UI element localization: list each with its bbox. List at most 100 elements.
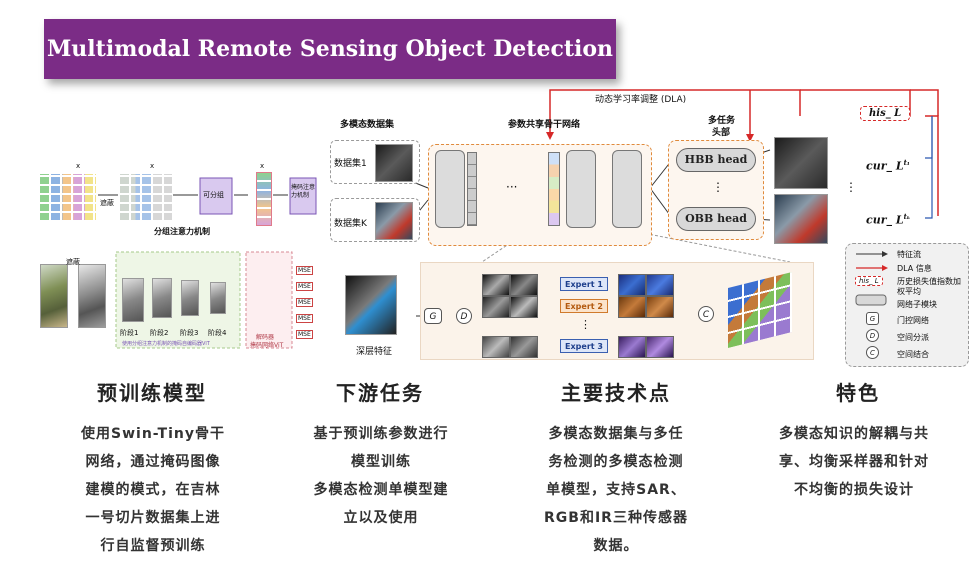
legend-his-text: 历史损失值指数加权平均: [897, 277, 961, 296]
section-4-line-2: 享、均衡采样器和针对: [779, 454, 929, 470]
backbone-block-2: [566, 150, 596, 228]
mse-1: MSE: [296, 266, 313, 275]
expert3-in-b: [510, 336, 538, 358]
backbone-feature-col-color: [548, 152, 560, 226]
section-4-body: 多模态知识的解耦与共 享、均衡采样器和针对 不均衡的损失设计: [734, 420, 974, 504]
masked-photo: [78, 264, 106, 328]
expert1-out-b: [646, 274, 674, 296]
mse-3: MSE: [296, 298, 313, 307]
section-3-heading: 主要技术点: [561, 381, 671, 405]
hbb-head: HBB head: [676, 148, 756, 172]
pretrain-diagram: x x x 遮蔽 遮蔽 可分组 掩码注意力机制 分组注意力机制 阶段1 阶段2 …: [38, 160, 320, 360]
gate-g-icon: G: [424, 308, 442, 324]
obb-head: OBB head: [676, 207, 756, 231]
stage-4-label: 阶段4: [208, 329, 227, 337]
legend-c-icon: C: [866, 346, 879, 359]
mse-4: MSE: [296, 314, 313, 323]
multitask-head-label-2: 头部: [712, 128, 731, 138]
input-photo: [40, 264, 68, 328]
section-4-line-3: 不均衡的损失设计: [794, 482, 914, 498]
expert-2-box: Expert 2: [560, 299, 608, 313]
backbone-block-1: [435, 150, 465, 228]
output-image-k: [774, 194, 828, 244]
section-1-line-3: 建模的模式，在吉林: [85, 482, 221, 498]
section-2-heading: 下游任务: [336, 381, 424, 405]
legend-g-icon: G: [866, 312, 879, 325]
stage-1-label: 阶段1: [120, 329, 139, 337]
legend-dla-info: DLA 信息: [897, 264, 932, 273]
section-3-line-3: 单模型，支持SAR、: [546, 482, 686, 498]
legend-feature-flow: 特征流: [897, 250, 921, 259]
expert1-in-b: [510, 274, 538, 296]
section-3-body: 多模态数据集与多任 务检测的多模态检测 单模型，支持SAR、 RGB和IR三种传…: [500, 420, 732, 560]
section-2-line-4: 立以及使用: [343, 510, 419, 526]
stage-2-label: 阶段2: [150, 329, 169, 337]
expert3-in-a: [482, 336, 510, 358]
expert3-out-a: [618, 336, 646, 358]
expert1-out-a: [618, 274, 646, 296]
legend-his-icon: his_ L: [855, 276, 883, 286]
section-3-line-4: RGB和IR三种传感器: [544, 510, 688, 526]
stage3-photo: [181, 280, 199, 316]
dataset-1-label: 数据集1: [334, 159, 367, 169]
section-1-line-5: 行自监督预训练: [100, 538, 206, 554]
decoder-note: 掩码网络ViT: [250, 342, 284, 349]
legend-dispatch: 空间分派: [897, 333, 929, 342]
stage-3-label: 阶段3: [180, 329, 199, 337]
cur-lk-sup: tₖ: [903, 212, 911, 221]
cur-l1-text: cur_ L: [866, 159, 904, 173]
section-3-line-5: 数据。: [593, 538, 639, 554]
token-grid-1: [40, 174, 96, 220]
shared-backbone-label: 参数共享骨干网络: [508, 120, 581, 130]
outputs-vdots: ⋮: [845, 180, 857, 194]
stage2-photo: [152, 278, 172, 318]
legend-combine: 空间结合: [897, 350, 929, 359]
cur-l1-sup: t₁: [903, 158, 910, 167]
expert2-in-a: [482, 296, 510, 318]
multimodal-datasets-label: 多模态数据集: [340, 120, 395, 130]
output-image-1: [774, 137, 828, 189]
experts-vdots: ⋮: [580, 318, 591, 331]
legend-d-icon: D: [866, 329, 879, 342]
title-banner: Multimodal Remote Sensing Object Detecti…: [44, 19, 616, 79]
legend-gating: 门控网络: [897, 316, 929, 325]
deep-feature-stack: [345, 275, 397, 335]
token-grid-2: [120, 174, 172, 220]
legend-submodule: 网络子模块: [897, 300, 937, 309]
cur-lk-label: cur_ Ltₖ: [866, 212, 910, 227]
separable-group-label: 可分组: [203, 191, 224, 199]
section-1-line-4: 一号切片数据集上进: [85, 510, 221, 526]
x-label-1: x: [76, 162, 81, 170]
section-2-line-1: 基于预训练参数进行: [313, 426, 449, 442]
cur-lk-text: cur_ L: [866, 213, 904, 227]
expert2-in-b: [510, 296, 538, 318]
expert-1-box: Expert 1: [560, 277, 608, 291]
stage1-photo: [122, 278, 144, 322]
expert-3-box: Expert 3: [560, 339, 608, 353]
encoder-note: 使用分组注意力机制的掩码自编码器ViT: [122, 341, 210, 347]
mask-label-top: 遮蔽: [100, 199, 114, 207]
x-label-3: x: [260, 162, 265, 170]
x-label-2: x: [150, 162, 155, 170]
gate-c-icon: C: [698, 306, 714, 322]
section-3-line-1: 多模态数据集与多任: [548, 426, 684, 442]
legend-icons: [855, 251, 888, 306]
cur-l1-label: cur_ Lt₁: [866, 158, 910, 173]
mse-2: MSE: [296, 282, 313, 291]
section-1-line-1: 使用Swin-Tiny骨干: [81, 426, 225, 442]
page-title: Multimodal Remote Sensing Object Detecti…: [46, 36, 614, 62]
backbone-ellipsis: ···: [506, 180, 518, 194]
section-2-line-2: 模型训练: [351, 454, 411, 470]
backbone-block-3: [612, 150, 642, 228]
mask-label-bottom: 遮蔽: [66, 258, 80, 266]
section-3-line-2: 务检测的多模态检测: [548, 454, 684, 470]
expert3-out-b: [646, 336, 674, 358]
dataset-k-label: 数据集K: [334, 219, 367, 229]
section-1-line-2: 网络，通过掩码图像: [85, 454, 221, 470]
dataset-1-image: [375, 144, 413, 182]
multitask-head-label-1: 多任务: [708, 116, 736, 126]
backbone-feature-col-1: [467, 152, 477, 226]
grouped-attention-caption: 分组注意力机制: [154, 227, 210, 236]
expert2-out-b: [646, 296, 674, 318]
heads-vdots: ⋮: [712, 180, 724, 194]
